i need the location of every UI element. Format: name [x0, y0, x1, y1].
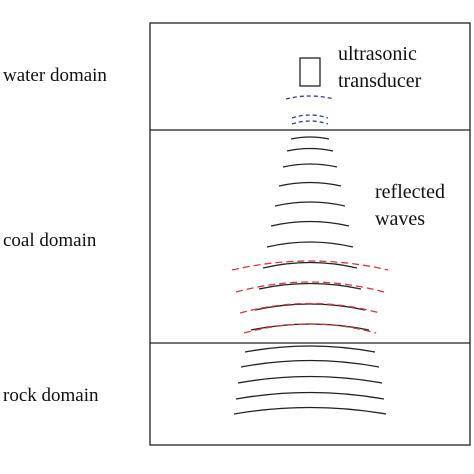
emitted-wavefront	[286, 147, 334, 152]
emitted-wavefront	[254, 303, 366, 311]
ultrasonic-transducer	[299, 57, 321, 87]
transmitted-wavefront	[244, 345, 376, 353]
reflected-wavefront	[243, 323, 377, 334]
emitted-wavefront	[270, 220, 350, 227]
transmitted-wavefront	[235, 391, 385, 400]
water-wavefront	[285, 95, 335, 100]
transducer-label-line1: ultrasonic	[338, 43, 417, 65]
coal-domain-label: coal domain	[3, 230, 97, 251]
transmitted-wavefront	[240, 359, 380, 368]
reflected-wavefront	[239, 302, 381, 314]
transmitted-wavefront	[237, 375, 383, 384]
reflected-wavefront	[231, 260, 389, 271]
emitted-wavefront	[262, 261, 358, 269]
reflected-waves-label-line1: reflected	[375, 181, 445, 203]
emitted-wavefront	[266, 241, 354, 248]
transmitted-wavefront	[233, 406, 387, 415]
water-wavefront	[291, 114, 329, 119]
emitted-wavefront	[274, 201, 346, 207]
emitted-wavefront	[290, 136, 330, 140]
emitted-wavefront	[278, 181, 342, 187]
model-box	[149, 22, 471, 446]
emitted-wavefront	[282, 163, 338, 168]
water-domain-label: water domain	[3, 65, 107, 86]
emitted-wavefront	[258, 282, 362, 290]
transducer-label-line2: transducer	[338, 70, 422, 92]
reflected-wavefront	[235, 281, 385, 293]
rock-domain-label: rock domain	[3, 385, 99, 406]
water-wavefront	[291, 120, 329, 125]
reflected-waves-label-line2: waves	[375, 208, 425, 230]
